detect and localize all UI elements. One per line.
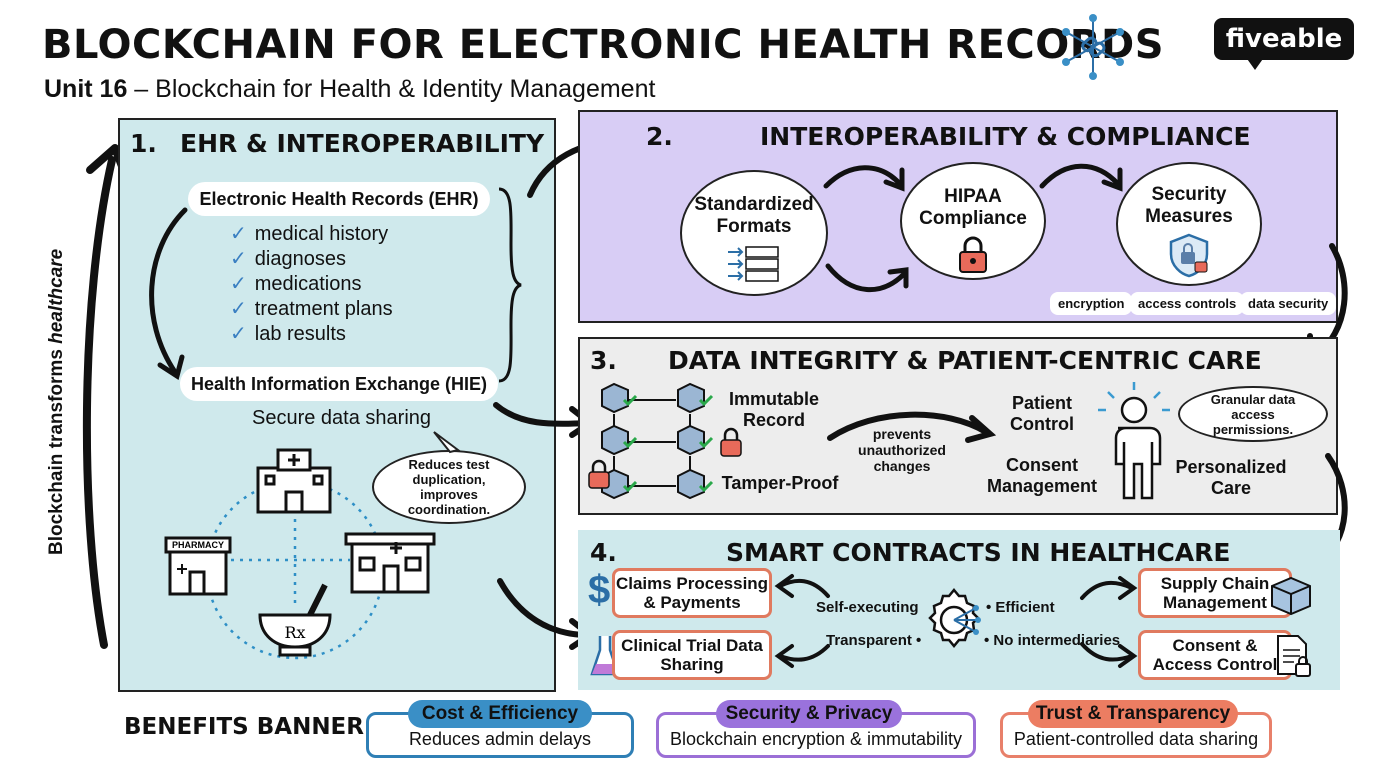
fiveable-logo: fiveable bbox=[1214, 18, 1354, 60]
check-icon: ✓ bbox=[230, 323, 247, 345]
blockchain-network-icon bbox=[1062, 14, 1124, 80]
page-subtitle: Unit 16 – Blockchain for Health & Identi… bbox=[44, 75, 656, 103]
arrow-to-consent bbox=[1080, 642, 1138, 668]
page-title: BLOCKCHAIN FOR ELECTRONIC HEALTH RECORDS bbox=[42, 22, 1165, 68]
benefit-head-trust: Trust & Transparency bbox=[1028, 700, 1238, 728]
arrow-to-claims bbox=[774, 574, 830, 598]
benefit-head-cost: Cost & Efficiency bbox=[408, 700, 592, 728]
logo-tail bbox=[1245, 56, 1265, 70]
check-icon: ✓ bbox=[230, 248, 247, 270]
lock-icon bbox=[959, 236, 987, 273]
rx-label: Rx bbox=[284, 623, 305, 642]
list-item: ✓medical history bbox=[230, 223, 389, 245]
personalized-care-label: Personalized Care bbox=[1175, 457, 1287, 498]
self-executing-label: Self-executing bbox=[816, 599, 919, 616]
healthcare-network: PHARMACY Rx bbox=[164, 448, 436, 660]
circle-standardized-formats: Standardized Formats bbox=[680, 170, 828, 296]
ehr-checklist: ✓medical history ✓diagnoses ✓medications… bbox=[230, 222, 393, 347]
check-icon: ✓ bbox=[230, 223, 247, 245]
section2-title: INTEROPERABILITY & COMPLIANCE bbox=[760, 122, 1251, 151]
side-label: Blockchain transforms healthcare bbox=[46, 248, 67, 555]
blockchain-blocks-icon bbox=[601, 382, 714, 500]
section4-number: 4. bbox=[590, 538, 617, 567]
tag-encryption: encryption bbox=[1050, 292, 1133, 315]
list-item: ✓lab results bbox=[230, 323, 346, 345]
package-icon bbox=[1271, 576, 1311, 616]
circle-hipaa-compliance: HIPAA Compliance bbox=[900, 162, 1046, 280]
gear-icon bbox=[928, 588, 981, 648]
document-lock-icon bbox=[1277, 635, 1311, 677]
tamper-proof-label: Tamper-Proof bbox=[721, 473, 839, 493]
consent-access-box: Consent & Access Control bbox=[1138, 630, 1292, 680]
granular-access-bubble: Granular data access permissions. bbox=[1178, 386, 1328, 442]
mortar-pestle-icon bbox=[258, 583, 332, 657]
tag-access-controls: access controls bbox=[1130, 292, 1245, 315]
check-icon: ✓ bbox=[230, 298, 247, 320]
clinical-trial-box: Clinical Trial Data Sharing bbox=[612, 630, 772, 680]
hie-title-pill: Health Information Exchange (HIE) bbox=[180, 367, 498, 401]
data-format-icon bbox=[728, 246, 779, 282]
supply-chain-box: Supply Chain Management bbox=[1138, 568, 1292, 618]
immutable-record-label: Immutable Record bbox=[728, 389, 820, 430]
arrow-to-clinical bbox=[774, 644, 830, 668]
arrow-to-supply bbox=[1080, 576, 1138, 600]
pharmacy-label: PHARMACY bbox=[172, 540, 224, 550]
section1-number: 1. bbox=[130, 129, 157, 158]
shield-icon bbox=[1169, 233, 1209, 278]
curly-brace bbox=[498, 187, 522, 383]
section2-number: 2. bbox=[646, 122, 673, 151]
arrow-formats-to-hipaa bbox=[823, 165, 905, 192]
ehr-to-hie-arrow bbox=[149, 207, 188, 380]
arrow-hipaa-back bbox=[825, 263, 909, 292]
no-intermediaries-label: • No intermediaries bbox=[984, 632, 1121, 649]
person-icon bbox=[1098, 382, 1170, 500]
clinic-icon bbox=[344, 532, 436, 594]
circle-security-measures: Security Measures bbox=[1116, 162, 1262, 286]
flask-icon bbox=[590, 636, 620, 676]
list-item: ✓diagnoses bbox=[230, 248, 346, 270]
lock-icon bbox=[720, 427, 742, 457]
list-item: ✓treatment plans bbox=[230, 298, 393, 320]
pharmacy-icon bbox=[164, 536, 232, 596]
patient-control-label: Patient Control bbox=[1010, 393, 1074, 434]
section4-title: SMART CONTRACTS IN HEALTHCARE bbox=[726, 538, 1231, 567]
claims-processing-box: Claims Processing & Payments bbox=[612, 568, 772, 618]
arrow-prevents bbox=[827, 411, 997, 443]
consent-management-label: Consent Management bbox=[986, 455, 1098, 496]
efficient-label: • Efficient bbox=[986, 599, 1055, 616]
bubble-tail bbox=[433, 431, 461, 454]
benefits-banner-label: BENEFITS BANNER bbox=[124, 714, 364, 740]
section3-title: DATA INTEGRITY & PATIENT-CENTRIC CARE bbox=[668, 346, 1262, 375]
list-item: ✓medications bbox=[230, 273, 362, 295]
section3-number: 3. bbox=[590, 346, 617, 375]
check-icon: ✓ bbox=[230, 273, 247, 295]
tag-data-security: data security bbox=[1240, 292, 1337, 315]
lock-icon bbox=[588, 459, 610, 489]
ehr-title-pill: Electronic Health Records (EHR) bbox=[188, 182, 490, 216]
hospital-icon bbox=[256, 448, 332, 514]
hie-subtitle: Secure data sharing bbox=[252, 407, 432, 429]
dollar-icon: $ bbox=[588, 568, 611, 612]
section1-title: EHR & INTEROPERABILITY bbox=[180, 129, 545, 158]
transparent-label: Transparent • bbox=[826, 632, 922, 649]
benefit-head-security: Security & Privacy bbox=[716, 700, 902, 728]
arrow-hipaa-to-security bbox=[1039, 163, 1123, 192]
prevents-changes-label: prevents unauthorized changes bbox=[858, 426, 946, 474]
